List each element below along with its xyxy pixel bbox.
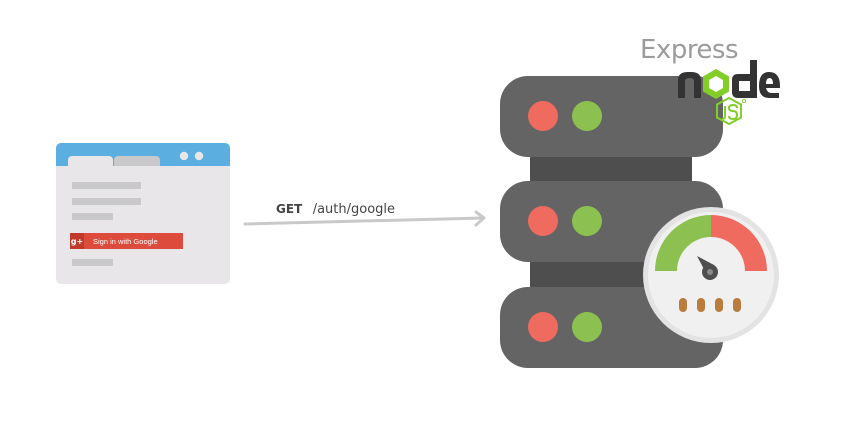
gauge-arc-green bbox=[655, 215, 711, 271]
browser-tab-active[interactable] bbox=[68, 156, 113, 166]
content-placeholder-line bbox=[72, 198, 141, 205]
google-signin-button[interactable]: g+ Sign in with Google bbox=[70, 233, 183, 249]
window-control-dot[interactable] bbox=[179, 151, 189, 161]
request-path: /auth/google bbox=[313, 202, 395, 217]
node-hexagon-inner bbox=[709, 76, 723, 92]
window-control-dot[interactable] bbox=[194, 151, 204, 161]
content-placeholder-line bbox=[72, 259, 113, 266]
gauge-indicator-pill bbox=[733, 298, 741, 312]
express-label: Express bbox=[640, 35, 738, 65]
registered-mark-icon bbox=[742, 99, 747, 104]
server-unit-body bbox=[500, 76, 723, 157]
signin-button-label: Sign in with Google bbox=[93, 237, 158, 246]
status-led-red bbox=[528, 206, 558, 236]
gplus-icon: g+ bbox=[71, 237, 83, 246]
status-led-red bbox=[528, 312, 558, 342]
browser-window: g+ Sign in with Google bbox=[56, 143, 230, 284]
node-letter-e bbox=[759, 72, 780, 98]
status-led-green bbox=[572, 206, 602, 236]
arrow-line bbox=[243, 216, 485, 226]
node-js-letter-j bbox=[721, 106, 726, 120]
status-led-green bbox=[572, 101, 602, 131]
node-letter-d bbox=[732, 60, 757, 98]
signin-button-bg[interactable] bbox=[70, 233, 183, 249]
gauge-arc-red bbox=[711, 215, 767, 271]
node-js-hexagon bbox=[716, 96, 742, 126]
express-logo: Express bbox=[640, 35, 739, 65]
speedometer-gauge-icon bbox=[643, 207, 779, 343]
request-method: GET bbox=[276, 202, 303, 216]
request-label: GET /auth/google bbox=[276, 200, 395, 217]
gauge-indicator-pill bbox=[697, 298, 705, 312]
content-placeholder-line bbox=[72, 182, 141, 189]
status-led-green bbox=[572, 312, 602, 342]
node-js-letter-s bbox=[727, 103, 739, 121]
browser-tab-inactive[interactable] bbox=[114, 156, 160, 166]
server-unit bbox=[500, 76, 723, 157]
content-placeholder-line bbox=[72, 213, 113, 220]
node-js-logo bbox=[678, 60, 780, 126]
request-arrow: GET /auth/google bbox=[243, 200, 486, 227]
status-led-red bbox=[528, 101, 558, 131]
arrow-head-icon bbox=[474, 210, 486, 227]
node-letter-n bbox=[678, 72, 701, 98]
gauge-indicator-pill bbox=[715, 298, 723, 312]
gauge-hub-center bbox=[707, 269, 713, 275]
gauge-indicator-pill bbox=[679, 298, 687, 312]
gplus-icon-box bbox=[70, 233, 84, 249]
